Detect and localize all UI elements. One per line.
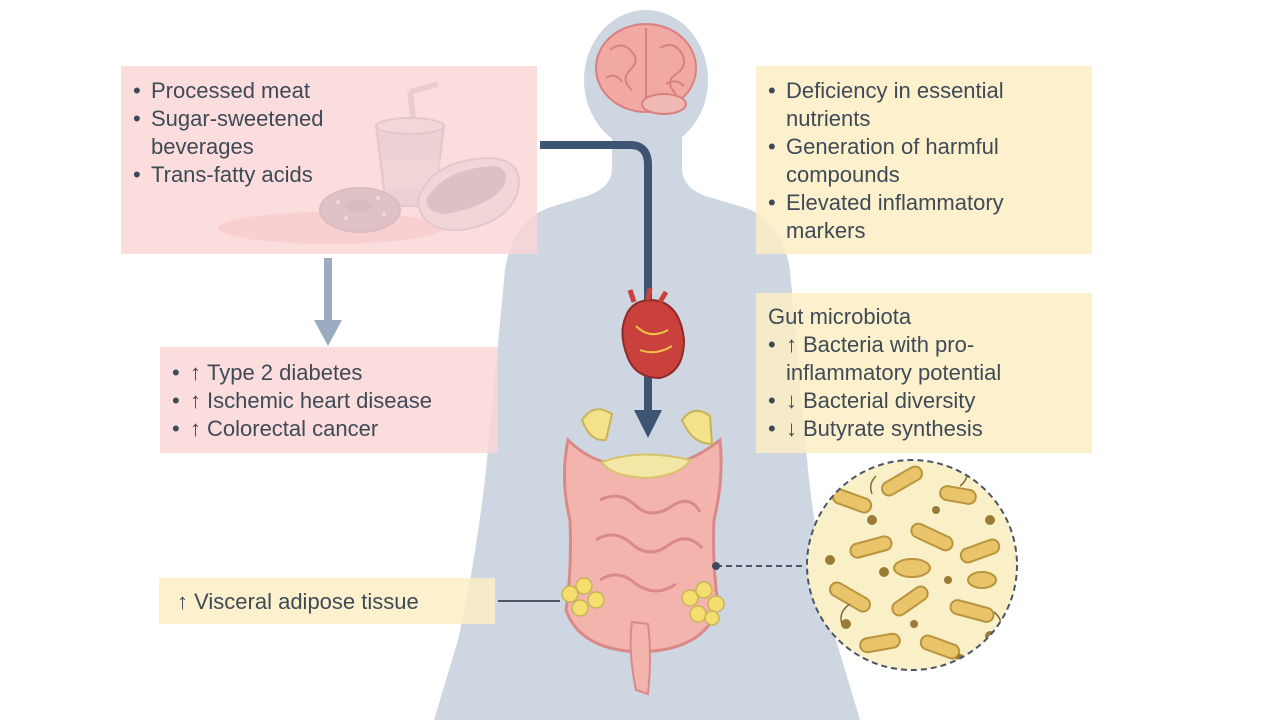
down-arrow-icon: ↓ xyxy=(786,388,797,413)
outcome-item: ↑Ischemic heart disease xyxy=(172,387,498,415)
bacteria-magnifier-icon xyxy=(806,459,1018,671)
up-arrow-icon: ↑ xyxy=(190,360,201,385)
gut-microbiota-box: Gut microbiota ↑Bacteria with pro-inflam… xyxy=(756,293,1092,453)
up-arrow-icon: ↑ xyxy=(190,388,201,413)
mechanisms-box: Deficiency in essential nutrients Genera… xyxy=(756,66,1092,254)
disease-outcomes-box: ↑Type 2 diabetes ↑Ischemic heart disease… xyxy=(160,347,498,453)
main-flow-arrow xyxy=(540,141,662,438)
outcome-label: Colorectal cancer xyxy=(207,416,379,441)
outcome-label: Ischemic heart disease xyxy=(207,388,432,413)
up-arrow-icon: ↑ xyxy=(190,416,201,441)
up-arrow-icon: ↑ xyxy=(786,332,797,357)
dietary-factors-box: Processed meat Sugar-sweetened beverages… xyxy=(121,66,537,254)
list-item-processed-meat: Processed meat xyxy=(133,77,537,105)
list-item-trans-fatty-acids: Trans-fatty acids xyxy=(133,161,537,189)
microbiota-item: ↓Butyrate synthesis xyxy=(768,415,1092,443)
microbiota-item: ↓Bacterial diversity xyxy=(768,387,1092,415)
outcomes-arrow xyxy=(314,258,342,346)
list-item-sugar-beverages: Sugar-sweetened beverages xyxy=(133,105,361,161)
microbiota-label: Bacteria with pro-inflammatory potential xyxy=(786,332,1002,385)
outcome-label: Type 2 diabetes xyxy=(207,360,363,385)
up-arrow-icon: ↑ xyxy=(177,589,188,614)
visceral-label: Visceral adipose tissue xyxy=(194,589,419,614)
heart-icon xyxy=(621,287,686,380)
mechanism-item: Elevated inflammatory markers xyxy=(768,189,1066,245)
outcome-item: ↑Type 2 diabetes xyxy=(172,359,498,387)
microbiota-item: ↑Bacteria with pro-inflammatory potentia… xyxy=(768,331,1056,387)
mechanism-item: Generation of harmful compounds xyxy=(768,133,1056,189)
brain-icon xyxy=(595,23,697,115)
mechanism-item: Deficiency in essential nutrients xyxy=(768,77,1056,133)
microbiota-label: Bacterial diversity xyxy=(803,388,976,413)
down-arrow-icon: ↓ xyxy=(786,416,797,441)
intestine-icon xyxy=(561,408,725,696)
outcome-item: ↑Colorectal cancer xyxy=(172,415,498,443)
gut-microbiota-title: Gut microbiota xyxy=(768,304,912,329)
visceral-adipose-box: ↑ Visceral adipose tissue xyxy=(159,578,495,624)
microbiota-label: Butyrate synthesis xyxy=(803,416,983,441)
